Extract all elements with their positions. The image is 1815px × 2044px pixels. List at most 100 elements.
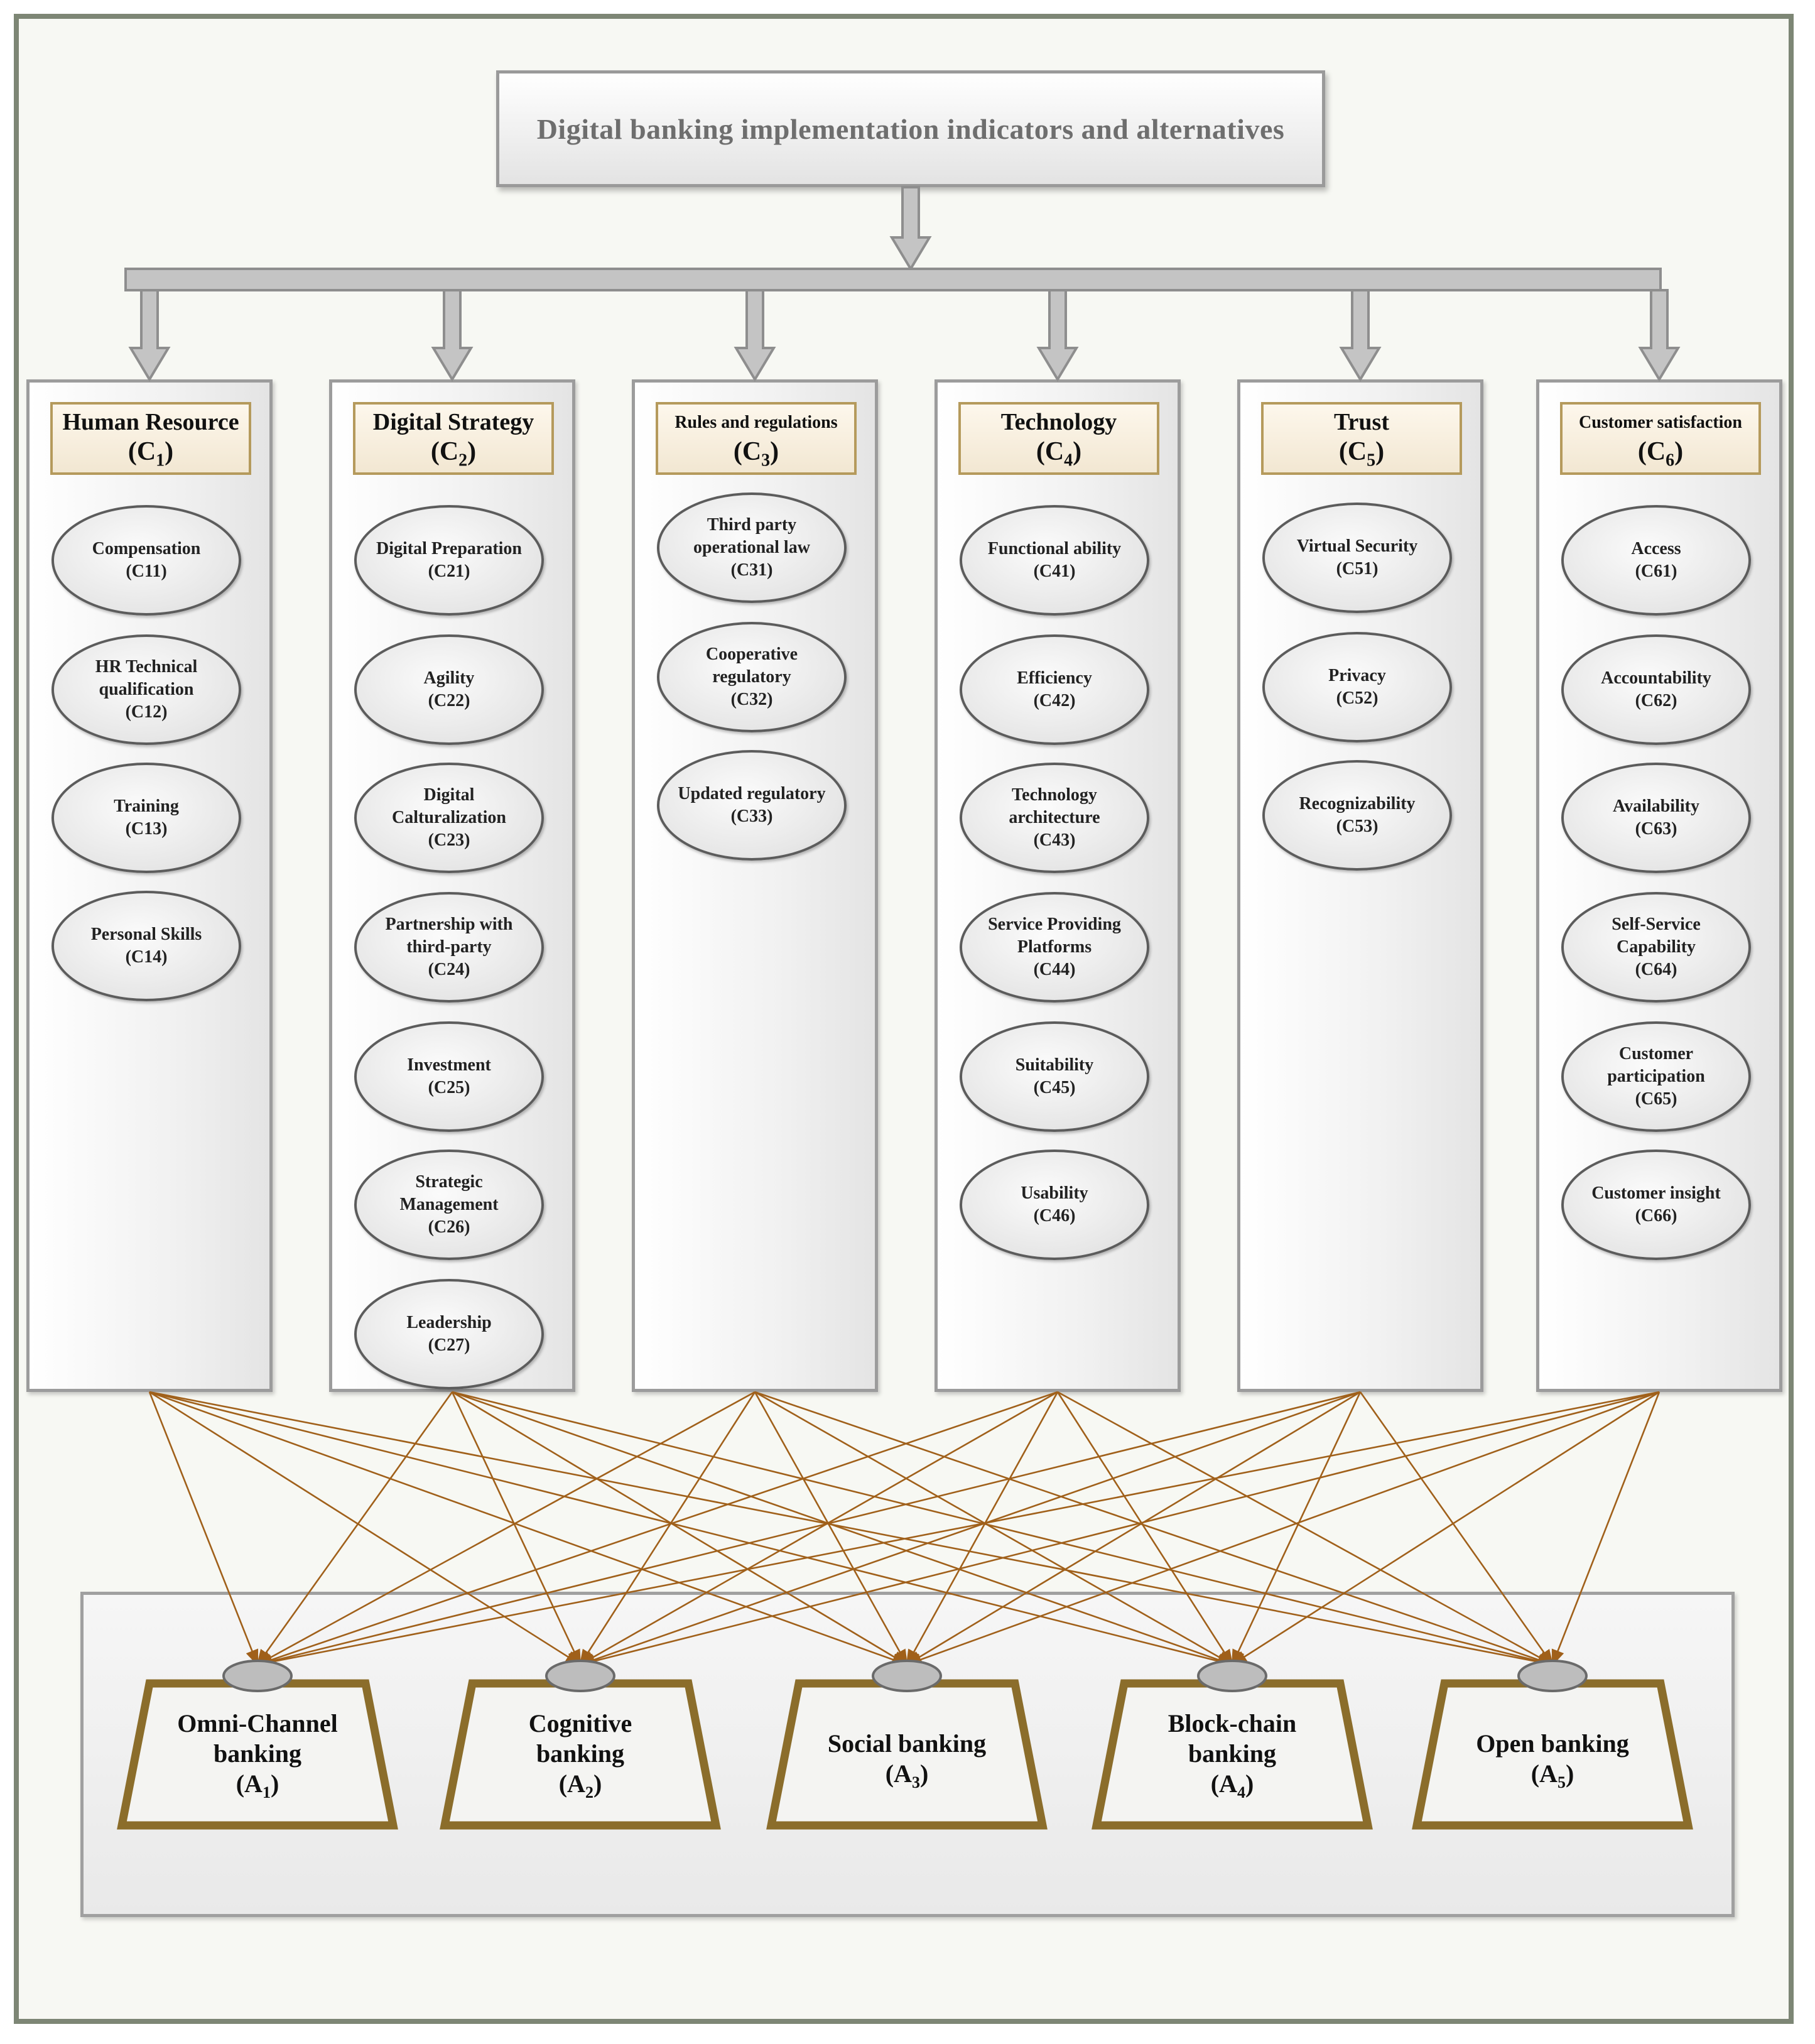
criterion-arrow-4: [1036, 289, 1079, 382]
sub-criterion-label: Recognizability: [1299, 794, 1416, 813]
sub-criterion-c24: Partnership with third-party (C24): [354, 892, 544, 1003]
sub-criterion-code: (C22): [428, 691, 470, 710]
criterion-name: Trust: [1334, 409, 1389, 435]
sub-criterion-c21: Digital Preparation (C21): [354, 505, 544, 616]
sub-criterion-label: Self-Service Capability: [1612, 915, 1701, 957]
sub-criterion-label: Personal Skills: [90, 925, 202, 944]
sub-criterion-label: Partnership with third-party: [385, 915, 513, 957]
alternative-code: (A2): [558, 1769, 602, 1802]
alternative-code: (A4): [1210, 1769, 1254, 1802]
sub-criterion-c25: Investment(C25): [354, 1021, 544, 1132]
sub-criterion-code: (C44): [1033, 960, 1076, 979]
sub-criterion-label: Access: [1631, 539, 1681, 558]
alternative-name: Cognitive banking: [528, 1709, 632, 1768]
connector-c6-a1: [256, 1391, 1660, 1668]
connector-c6-a5: [1551, 1391, 1661, 1666]
sub-criterion-c33: Updated regulatory(C33): [657, 750, 847, 861]
alternative-code-letter: A: [1219, 1769, 1237, 1798]
sub-criterion-label: Customer insight: [1591, 1183, 1721, 1203]
criterion-header-3: Rules and regulations(C3): [656, 402, 857, 475]
sub-criterion-label: Leadership: [406, 1313, 492, 1332]
sub-criterion-c44: Service Providing Platforms (C44): [960, 892, 1149, 1003]
criterion-code-letter: C: [1646, 437, 1666, 466]
criterion-code-letter: C: [1347, 437, 1367, 466]
connector-c6-a3: [905, 1391, 1660, 1666]
criterion-code-index: 2: [458, 450, 468, 470]
alternative-code: (A5): [1531, 1759, 1574, 1791]
alternative-shape-2: [440, 1679, 721, 1830]
criterion-code: (C5): [1338, 437, 1385, 470]
sub-criterion-label: Suitability: [1015, 1055, 1094, 1075]
criterion-code-letter: C: [439, 437, 459, 466]
criterion-code-index: 3: [761, 450, 771, 470]
sub-criterion-c14: Personal Skills(C14): [51, 891, 241, 1001]
criterion-name: Digital Strategy: [372, 409, 534, 435]
alternative-node-1: [222, 1660, 293, 1692]
connector-c2-a1: [256, 1391, 453, 1666]
connector-c5-a3: [905, 1391, 1361, 1666]
alternative-code-letter: A: [244, 1769, 263, 1798]
sub-criterion-label: Service Providing Platforms: [988, 915, 1121, 957]
sub-criterion-c32: Cooperative regulatory(C32): [657, 622, 847, 732]
sub-criterion-code: (C51): [1336, 559, 1379, 579]
alternative-code-index: 2: [585, 1783, 593, 1802]
sub-criterion-code: (C41): [1033, 562, 1076, 581]
alternative-code-index: 1: [262, 1783, 271, 1802]
sub-criterion-code: (C31): [730, 560, 773, 580]
sub-criterion-code: (C65): [1635, 1089, 1677, 1109]
connector-c4-a5: [1057, 1391, 1554, 1666]
sub-criterion-c63: Availability (C63): [1561, 763, 1751, 873]
sub-criterion-c43: Technology architecture(C43): [960, 763, 1149, 873]
sub-criterion-c31: Third party operational law(C31): [657, 492, 847, 603]
sub-criterion-c52: Privacy(C52): [1262, 632, 1452, 742]
criterion-code-index: 6: [1666, 450, 1675, 470]
connector-c1-a2: [149, 1391, 582, 1666]
connector-c4-a2: [578, 1391, 1058, 1666]
sub-criterion-c13: Training(C13): [51, 763, 241, 873]
criterion-name: Customer satisfaction: [1578, 413, 1742, 432]
criterion-header-4: Technology(C4): [958, 402, 1159, 475]
sub-criterion-c46: Usability(C46): [960, 1150, 1149, 1260]
alternative-label-2: Cognitive banking(A2): [442, 1709, 718, 1808]
connector-c1-a4: [149, 1391, 1234, 1668]
sub-criterion-label: Usability: [1021, 1183, 1088, 1203]
sub-criterion-code: (C27): [428, 1335, 470, 1355]
sub-criterion-code: (C66): [1635, 1206, 1677, 1226]
sub-criterion-label: Privacy: [1328, 666, 1386, 685]
sub-criterion-label: Digital Calturalization: [392, 785, 506, 827]
sub-criterion-label: Training: [114, 796, 179, 816]
sub-criterion-code: (C25): [428, 1078, 470, 1097]
sub-criterion-c66: Customer insight (C66): [1561, 1150, 1751, 1260]
main-down-arrow: [889, 186, 932, 271]
criterion-code-letter: C: [1044, 437, 1065, 466]
sub-criterion-code: (C42): [1033, 691, 1076, 710]
sub-criterion-label: HR Technical qualification: [95, 657, 198, 699]
sub-criterion-label: Updated regulatory: [678, 784, 826, 803]
connector-c1-a3: [149, 1391, 909, 1666]
sub-criterion-code: (C53): [1336, 817, 1379, 836]
sub-criterion-code: (C62): [1635, 691, 1677, 710]
sub-criterion-label: Availability: [1613, 796, 1699, 816]
sub-criterion-c62: Accountability(C62): [1561, 634, 1751, 745]
sub-criterion-label: Digital Preparation: [376, 539, 522, 558]
sub-criterion-code: (C24): [428, 960, 470, 979]
sub-criterion-code: (C43): [1033, 830, 1076, 850]
alternative-shape-1: [117, 1679, 398, 1830]
sub-criterion-code: (C21): [428, 562, 470, 581]
connector-c6-a2: [578, 1391, 1660, 1668]
criterion-code-index: 4: [1064, 450, 1073, 470]
alternative-node-2: [545, 1660, 615, 1692]
distribution-bar: [124, 268, 1662, 291]
sub-criterion-code: (C32): [730, 690, 773, 709]
alternative-code-letter: A: [567, 1769, 585, 1798]
sub-criterion-code: (C63): [1635, 819, 1677, 839]
connector-c5-a1: [256, 1391, 1361, 1668]
criterion-name: Technology: [1000, 409, 1117, 435]
sub-criterion-code: (C26): [428, 1217, 470, 1237]
alternative-node-5: [1517, 1660, 1588, 1692]
connector-c5-a2: [578, 1391, 1361, 1666]
alternative-node-3: [872, 1660, 942, 1692]
criterion-code: (C3): [733, 437, 779, 470]
alternative-label-1: Omni-Channel banking(A1): [119, 1709, 396, 1808]
diagram-title: Digital banking implementation indicator…: [536, 112, 1285, 145]
